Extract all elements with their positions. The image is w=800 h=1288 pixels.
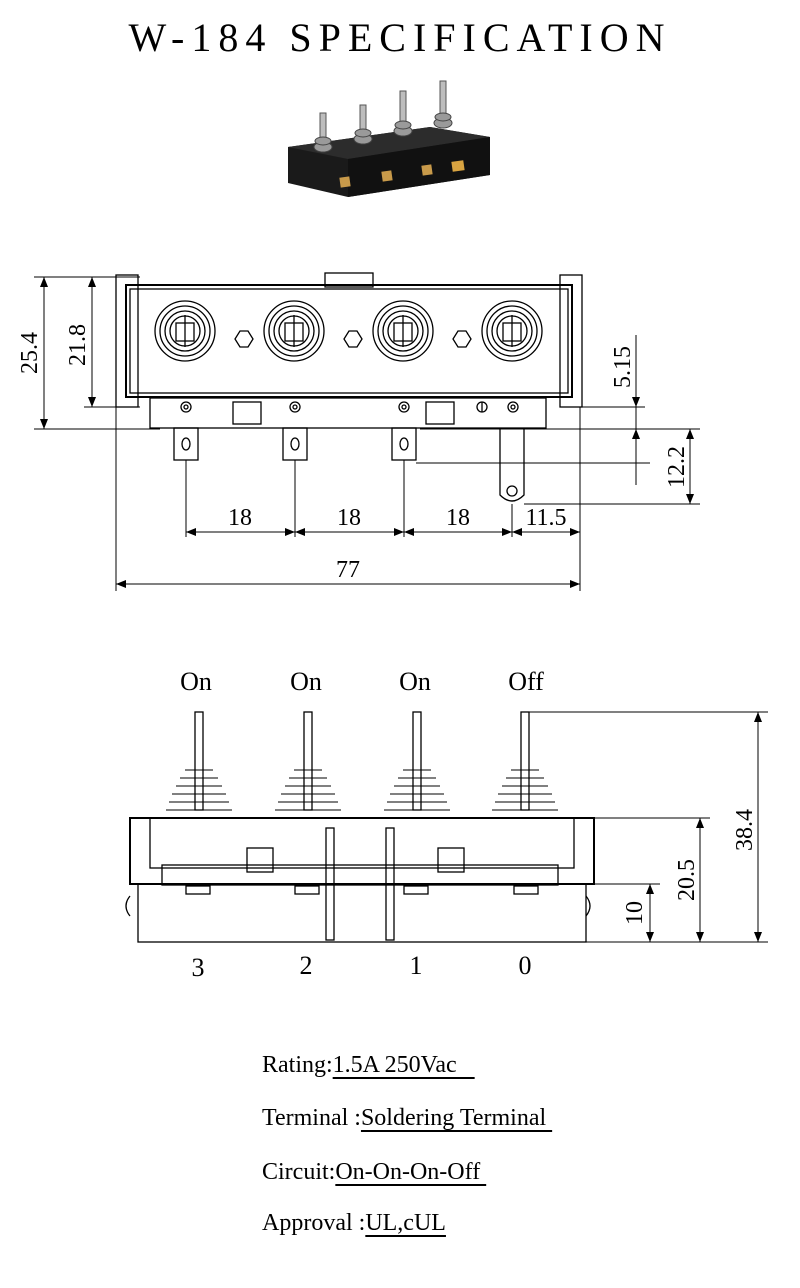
dim-pitch-1: 18 <box>228 505 252 531</box>
spec-rating-label: Rating: <box>262 1052 333 1078</box>
terminal-number-1: 1 <box>410 951 423 980</box>
side-view-drawing <box>125 711 768 943</box>
base-plate <box>149 397 547 429</box>
spec-circuit-value: On-On-On-Off <box>335 1159 487 1185</box>
dim-side-body-height: 20.5 <box>674 859 700 901</box>
spring <box>492 769 558 811</box>
push-button-1 <box>154 300 216 362</box>
push-button-4 <box>481 300 543 362</box>
spec-approval: Approval :UL,cUL <box>262 1210 446 1237</box>
terminal-number-3: 3 <box>192 953 205 982</box>
main-body-inner <box>129 288 569 394</box>
hex-indicator <box>343 330 363 348</box>
main-body <box>125 284 573 398</box>
spring <box>275 769 341 811</box>
push-button-2 <box>263 300 325 362</box>
dim-pitch-2: 18 <box>337 505 361 531</box>
dim-end-offset: 11.5 <box>525 505 566 531</box>
top-tab <box>324 272 374 288</box>
position-label-4: Off <box>508 667 544 696</box>
dim-overall-height: 25.4 <box>17 332 43 374</box>
dim-overall-width: 77 <box>336 557 360 583</box>
dim-pitch-3: 18 <box>446 505 470 531</box>
spec-terminal-value: Soldering Terminal <box>360 1105 553 1131</box>
spec-rating: Rating:1.5A 250Vac <box>262 1052 475 1079</box>
position-label-1: On <box>180 667 212 696</box>
base <box>137 883 587 943</box>
spring <box>166 769 232 811</box>
push-button-3 <box>372 300 434 362</box>
spec-approval-value: UL,cUL <box>365 1210 446 1236</box>
spec-rating-value: 1.5A 250Vac <box>332 1052 475 1078</box>
hex-indicator <box>452 330 472 348</box>
terminal-number-0: 0 <box>519 951 532 980</box>
hex-indicator <box>234 330 254 348</box>
dim-body-height: 21.8 <box>65 324 91 366</box>
product-photo <box>288 80 490 197</box>
terminal-number-2: 2 <box>300 951 313 980</box>
terminal <box>499 428 525 502</box>
spec-approval-label: Approval : <box>262 1210 366 1236</box>
dim-top-offset: 5.15 <box>610 346 636 388</box>
spec-terminal-label: Terminal : <box>262 1105 361 1131</box>
spec-circuit: Circuit:On-On-On-Off <box>262 1159 486 1186</box>
front-view-drawing <box>34 272 700 591</box>
page-title: W-184 SPECIFICATION <box>128 15 672 60</box>
dim-terminal-drop: 12.2 <box>664 446 690 488</box>
position-label-2: On <box>290 667 322 696</box>
spec-circuit-label: Circuit: <box>262 1159 336 1185</box>
dim-side-base-height: 10 <box>622 901 648 925</box>
spec-terminal: Terminal :Soldering Terminal <box>262 1105 552 1132</box>
spring <box>384 769 450 811</box>
dim-side-overall-height: 38.4 <box>732 809 758 851</box>
position-label-3: On <box>399 667 431 696</box>
